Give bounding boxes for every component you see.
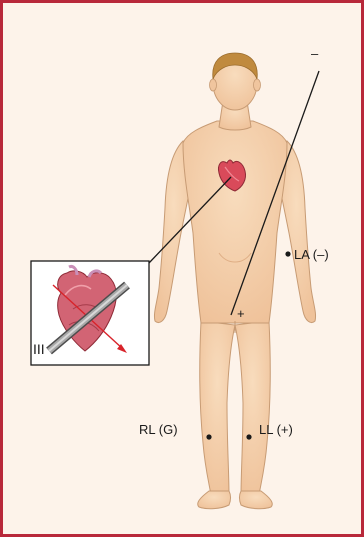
negative-pole-label: – [311, 47, 318, 60]
ll-electrode-dot [246, 434, 251, 439]
ll-electrode-label: LL (+) [259, 423, 293, 436]
la-electrode-label: LA (–) [294, 248, 329, 261]
diagram-artwork [3, 3, 364, 540]
heart-inset [31, 261, 149, 365]
rl-electrode-dot [206, 434, 211, 439]
lead-iii-label: III [33, 342, 45, 356]
rl-electrode-label: RL (G) [139, 423, 178, 436]
positive-pole-label: + [237, 307, 245, 320]
la-electrode-dot [285, 251, 290, 256]
human-body [154, 53, 315, 509]
